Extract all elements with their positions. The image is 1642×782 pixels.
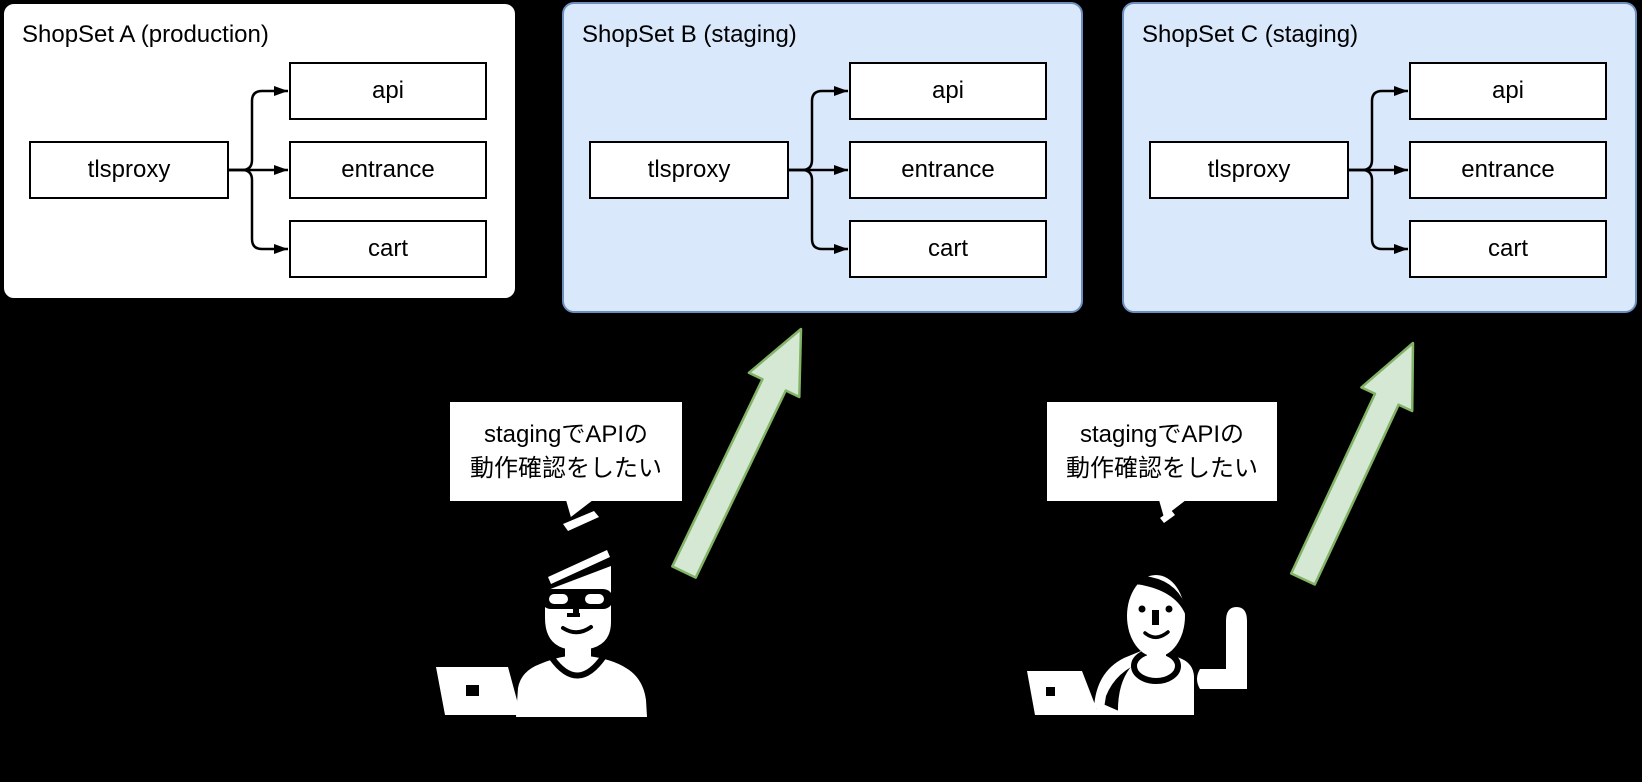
service-node-c-api: api	[1409, 62, 1607, 120]
laptop-logo-dot	[466, 685, 479, 696]
tlsproxy-node-a: tlsproxy	[29, 141, 229, 199]
mouth	[1143, 630, 1170, 639]
speech-bubble-1-tail	[566, 500, 593, 517]
service-node-b-api: api	[849, 62, 1047, 120]
service-node-c-cart: cart	[1409, 220, 1607, 278]
speech-bubble-2-line-1: stagingでAPIの	[1079, 421, 1245, 449]
shopset-panel-c: ShopSet C (staging) tlsproxy api entranc…	[1122, 2, 1637, 313]
collar-line	[1131, 648, 1181, 684]
collar-line	[549, 654, 607, 679]
nose	[1152, 610, 1159, 625]
glasses-icon	[541, 589, 613, 609]
hair-fringe-highlight	[548, 550, 610, 584]
neck	[1147, 644, 1166, 668]
speech-bubble-1-line-1: stagingでAPIの	[483, 421, 649, 449]
neck	[565, 638, 591, 662]
torso	[516, 656, 647, 717]
laptop-base	[1096, 701, 1128, 715]
left-eye	[1138, 605, 1146, 613]
tlsproxy-node-b: tlsproxy	[589, 141, 789, 199]
mouth	[561, 625, 593, 635]
green-arrow-to-shopset-b	[671, 327, 803, 579]
speech-bubble-2: stagingでAPIの 動作確認をしたい	[1047, 402, 1277, 501]
service-node-b-cart: cart	[849, 220, 1047, 278]
speech-bubble-2-line-2: 動作確認をしたい	[1066, 454, 1258, 482]
service-node-c-entrance: entrance	[1409, 141, 1607, 199]
torso	[1117, 653, 1194, 715]
nose-base	[567, 613, 580, 617]
laptop-logo-dot	[1046, 687, 1055, 696]
hair-tuft	[563, 511, 599, 531]
service-node-b-entrance: entrance	[849, 141, 1047, 199]
face	[1127, 575, 1185, 657]
right-eye	[1165, 605, 1173, 613]
raised-arm	[1197, 607, 1247, 689]
service-node-a-entrance: entrance	[289, 141, 487, 199]
panel-title-c: ShopSet C (staging)	[1142, 21, 1359, 48]
left-arm	[1094, 651, 1144, 708]
speech-bubble-1-line-2: 動作確認をしたい	[470, 454, 662, 482]
glasses-right-lens	[585, 594, 604, 604]
hair-swoosh	[1127, 576, 1186, 616]
face	[545, 566, 611, 650]
panel-title-b: ShopSet B (staging)	[582, 21, 797, 48]
service-node-a-api: api	[289, 62, 487, 120]
tlsproxy-node-c: tlsproxy	[1149, 141, 1349, 199]
shopset-panel-b: ShopSet B (staging) tlsproxy api entranc…	[562, 2, 1083, 313]
panel-title-a: ShopSet A (production)	[22, 21, 269, 48]
shopset-panel-a: ShopSet A (production) tlsproxy api entr…	[2, 2, 517, 300]
person-raising-hand-at-laptop-icon	[1027, 510, 1247, 715]
service-node-a-cart: cart	[289, 220, 487, 278]
nose	[573, 603, 579, 615]
developer-with-glasses-at-laptop-icon	[436, 511, 647, 717]
laptop-icon	[436, 667, 521, 715]
laptop-icon	[1027, 671, 1099, 715]
speech-bubble-1: stagingでAPIの 動作確認をしたい	[450, 402, 682, 501]
speech-bubble-2-tail	[1159, 500, 1186, 517]
green-arrow-to-shopset-c	[1289, 341, 1415, 586]
glasses-left-lens	[549, 594, 568, 604]
